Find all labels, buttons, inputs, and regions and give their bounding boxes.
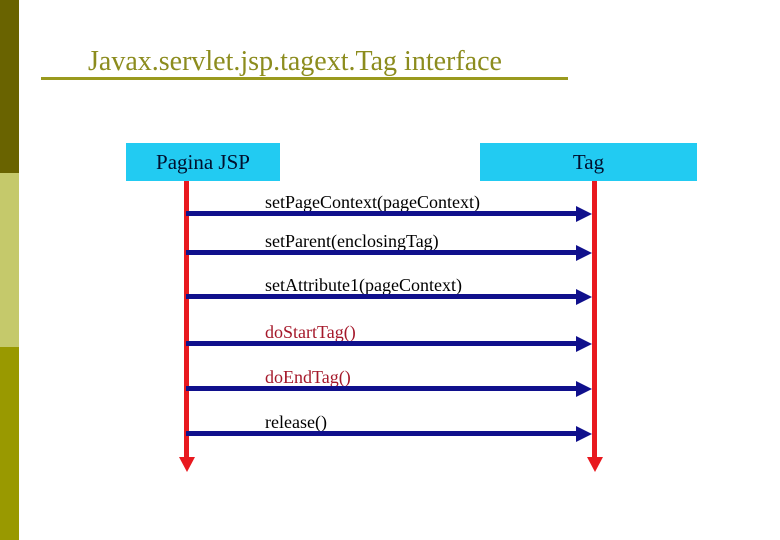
participant-tag: Tag bbox=[480, 143, 697, 181]
participant-pagina-jsp: Pagina JSP bbox=[126, 143, 280, 181]
message-label: setPageContext(pageContext) bbox=[265, 192, 480, 212]
page-title: Javax.servlet.jsp.tagext.Tag interface bbox=[88, 46, 502, 77]
message-arrow bbox=[186, 380, 592, 397]
message-label: setParent(enclosingTag) bbox=[265, 231, 439, 251]
message-arrow bbox=[186, 425, 592, 442]
message-arrow bbox=[186, 205, 592, 222]
sidebar-accent-top bbox=[0, 0, 19, 173]
message-label: doStartTag() bbox=[265, 322, 356, 342]
message-label: release() bbox=[265, 412, 327, 432]
message-arrow bbox=[186, 288, 592, 305]
participant-label: Pagina JSP bbox=[156, 149, 250, 174]
message-arrow bbox=[186, 244, 592, 261]
title-underline bbox=[41, 77, 568, 80]
message-label: doEndTag() bbox=[265, 367, 351, 387]
lifeline-pagina-jsp bbox=[178, 181, 195, 472]
sidebar-accent-middle bbox=[0, 173, 19, 347]
message-arrow bbox=[186, 335, 592, 352]
sidebar-accent-bottom bbox=[0, 347, 19, 540]
lifeline-tag bbox=[586, 181, 603, 472]
message-label: setAttribute1(pageContext) bbox=[265, 275, 462, 295]
participant-label: Tag bbox=[572, 149, 605, 174]
